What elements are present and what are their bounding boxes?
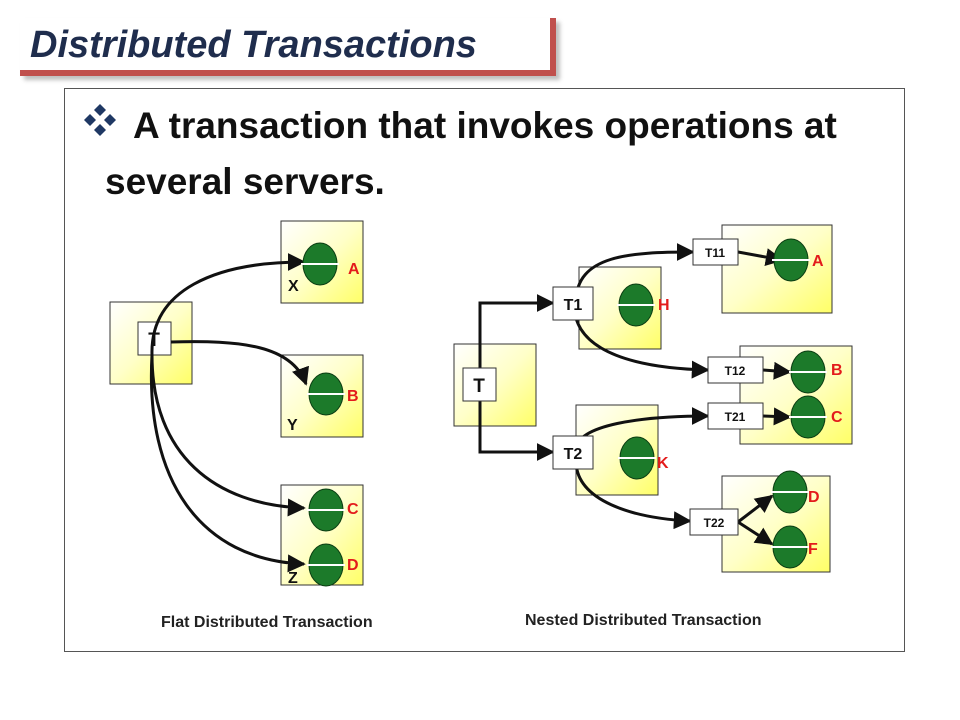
flat-arrow-d bbox=[149, 354, 306, 573]
nested-object-f bbox=[771, 525, 809, 569]
nested-object-b bbox=[789, 350, 827, 394]
flat-arrow-b bbox=[170, 340, 309, 386]
nested-arrow-t2 bbox=[478, 398, 555, 461]
nested-diagram: T T1 T2 T11 T12 T21 T22 bbox=[453, 224, 853, 629]
flat-object-label-d: D bbox=[347, 557, 359, 574]
nested-object-label-h: H bbox=[658, 297, 670, 314]
nested-t1-label: T1 bbox=[564, 297, 583, 314]
nested-object-label-b: B bbox=[831, 362, 843, 379]
nested-arrow-t22 bbox=[574, 462, 692, 530]
nested-object-label-d: D bbox=[808, 489, 820, 506]
flat-server-label-z: Z bbox=[288, 570, 298, 587]
nested-arrow-to-f bbox=[737, 520, 774, 546]
nested-t2-box bbox=[552, 435, 594, 470]
flat-caption: Flat Distributed Transaction bbox=[161, 614, 373, 631]
flat-object-a bbox=[301, 242, 339, 286]
flat-arrow-a bbox=[150, 253, 306, 356]
nested-object-a bbox=[772, 238, 810, 282]
flat-object-c bbox=[307, 488, 345, 532]
nested-t11-label: T11 bbox=[705, 246, 725, 260]
nested-arrow-to-c bbox=[762, 407, 792, 426]
nested-object-h bbox=[617, 283, 655, 327]
nested-object-label-k: K bbox=[657, 455, 669, 472]
nested-arrow-to-b bbox=[762, 361, 792, 380]
nested-t22-label: T22 bbox=[704, 516, 725, 530]
nested-caption: Nested Distributed Transaction bbox=[525, 612, 762, 629]
nested-t22-box bbox=[689, 508, 739, 536]
flat-arrow-c bbox=[150, 354, 306, 517]
nested-t2-label: T2 bbox=[564, 446, 583, 463]
nested-object-label-f: F bbox=[808, 541, 818, 558]
flat-object-d bbox=[307, 543, 345, 587]
nested-t11-box bbox=[692, 238, 739, 266]
nested-arrow-t1 bbox=[478, 294, 555, 372]
nested-client-label: T bbox=[473, 376, 485, 397]
nested-t21-box bbox=[707, 402, 764, 430]
nested-arrow-to-d bbox=[737, 494, 774, 524]
nested-object-k bbox=[618, 436, 656, 480]
flat-server-label-y: Y bbox=[287, 417, 298, 434]
headline: A transaction that invokes operations at… bbox=[105, 105, 837, 202]
nested-object-d bbox=[771, 470, 809, 514]
flat-server-label-x: X bbox=[288, 278, 299, 295]
nested-client-label-box bbox=[462, 367, 497, 402]
nested-t21-label: T21 bbox=[725, 410, 746, 424]
nested-t1-box bbox=[552, 286, 594, 321]
page-title: Distributed Transactions bbox=[30, 24, 477, 66]
flat-object-label-b: B bbox=[347, 388, 359, 405]
flat-object-label-c: C bbox=[347, 501, 359, 518]
nested-object-label-a: A bbox=[812, 253, 824, 270]
flat-object-b bbox=[307, 372, 345, 416]
nested-object-c bbox=[789, 395, 827, 439]
diamond-bullet-icon bbox=[84, 104, 116, 136]
nested-object-label-c: C bbox=[831, 409, 843, 426]
flat-object-label-a: A bbox=[348, 261, 360, 278]
flat-diagram: T A B C D X Y Z Flat Distri bbox=[109, 220, 373, 631]
nested-t12-label: T12 bbox=[725, 364, 746, 378]
nested-arrow-t12 bbox=[574, 317, 710, 379]
nested-t12-box bbox=[707, 356, 764, 384]
title-box: Distributed Transactions bbox=[20, 18, 556, 76]
